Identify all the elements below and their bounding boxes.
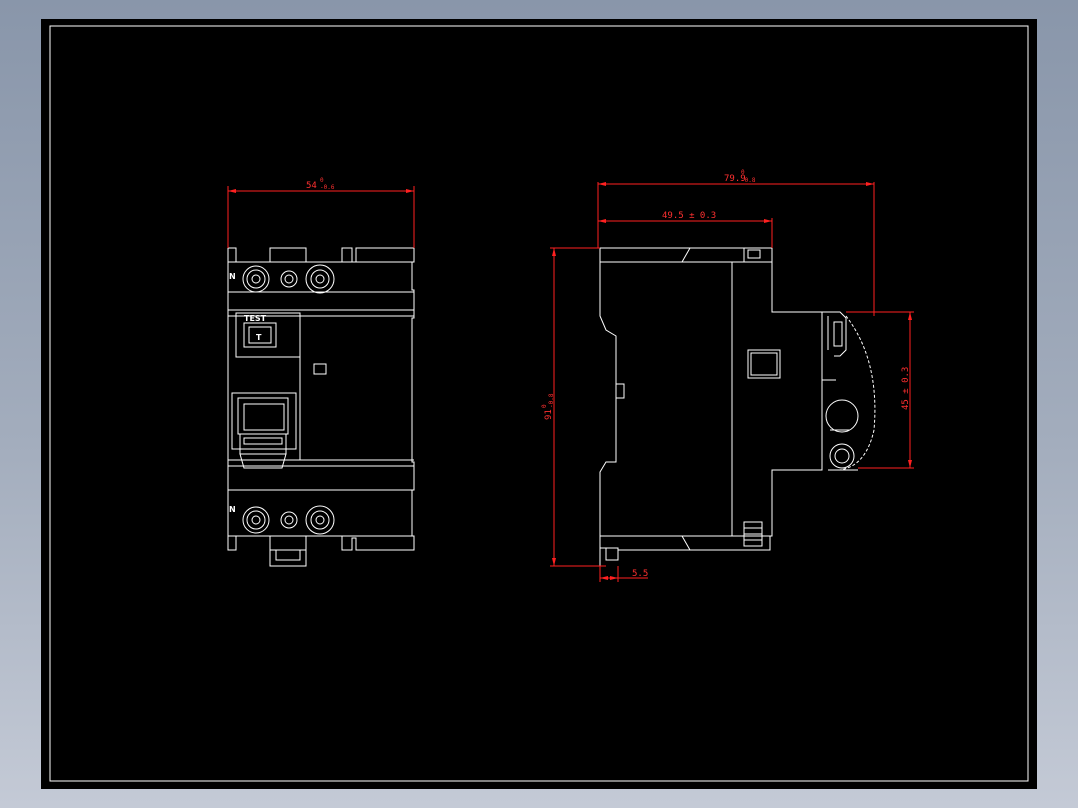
side-window: [747, 349, 781, 379]
front-depth-value: 49.5 ± 0.3: [662, 211, 716, 221]
bottom-terminal-right: [305, 505, 335, 535]
din-clip: [269, 550, 307, 567]
cad-drawing: N TEST T: [49, 25, 1029, 782]
bottom-terminal-screw: [280, 511, 298, 529]
side-body-outline: [599, 247, 823, 551]
bottom-terminal-left: [242, 506, 270, 534]
height-tol-upper: 0: [541, 404, 548, 408]
front-width-dimension: 54 0 -0.6: [227, 177, 415, 248]
height-dimension: 91 0 -0.8: [541, 247, 606, 567]
bottom-terminal-label: N: [229, 505, 236, 514]
overall-depth-tol-upper: 0: [741, 169, 745, 176]
test-panel: [235, 312, 301, 358]
overall-depth-dimension: 79.9 0 -0.8: [597, 169, 875, 316]
clip-dimension: 5.5: [599, 566, 648, 582]
window-height-dimension: 45 ± 0.3: [846, 311, 914, 469]
front-width-tol-lower: -0.6: [320, 184, 335, 191]
front-view: N TEST T: [227, 247, 415, 567]
test-label: TEST: [244, 314, 267, 323]
window-height-value: 45 ± 0.3: [901, 367, 911, 410]
test-button-glyph: T: [256, 333, 262, 342]
test-button[interactable]: [243, 322, 277, 348]
top-terminal-right: [305, 264, 335, 294]
front-depth-dimension: 49.5 ± 0.3: [598, 211, 773, 248]
side-lever: [822, 311, 847, 357]
front-width-value: 54: [306, 181, 317, 191]
side-view: [599, 247, 876, 566]
overall-depth-tol-lower: -0.8: [741, 177, 756, 184]
side-lever-pivot: [825, 399, 859, 433]
front-width-tol-upper: 0: [320, 177, 324, 184]
top-terminal-left: [242, 265, 270, 293]
height-value: 91: [544, 409, 554, 420]
drawing-border: [49, 25, 1029, 782]
clip-value: 5.5: [632, 569, 648, 579]
height-tol-lower: -0.8: [548, 393, 555, 408]
drawing-viewport[interactable]: N TEST T: [41, 19, 1037, 789]
indicator-window: [313, 363, 327, 375]
top-terminal-screw: [280, 270, 298, 288]
top-terminal-label: N: [229, 272, 236, 281]
overall-depth-value: 79.9: [724, 174, 746, 184]
toggle-lever[interactable]: [231, 392, 297, 469]
